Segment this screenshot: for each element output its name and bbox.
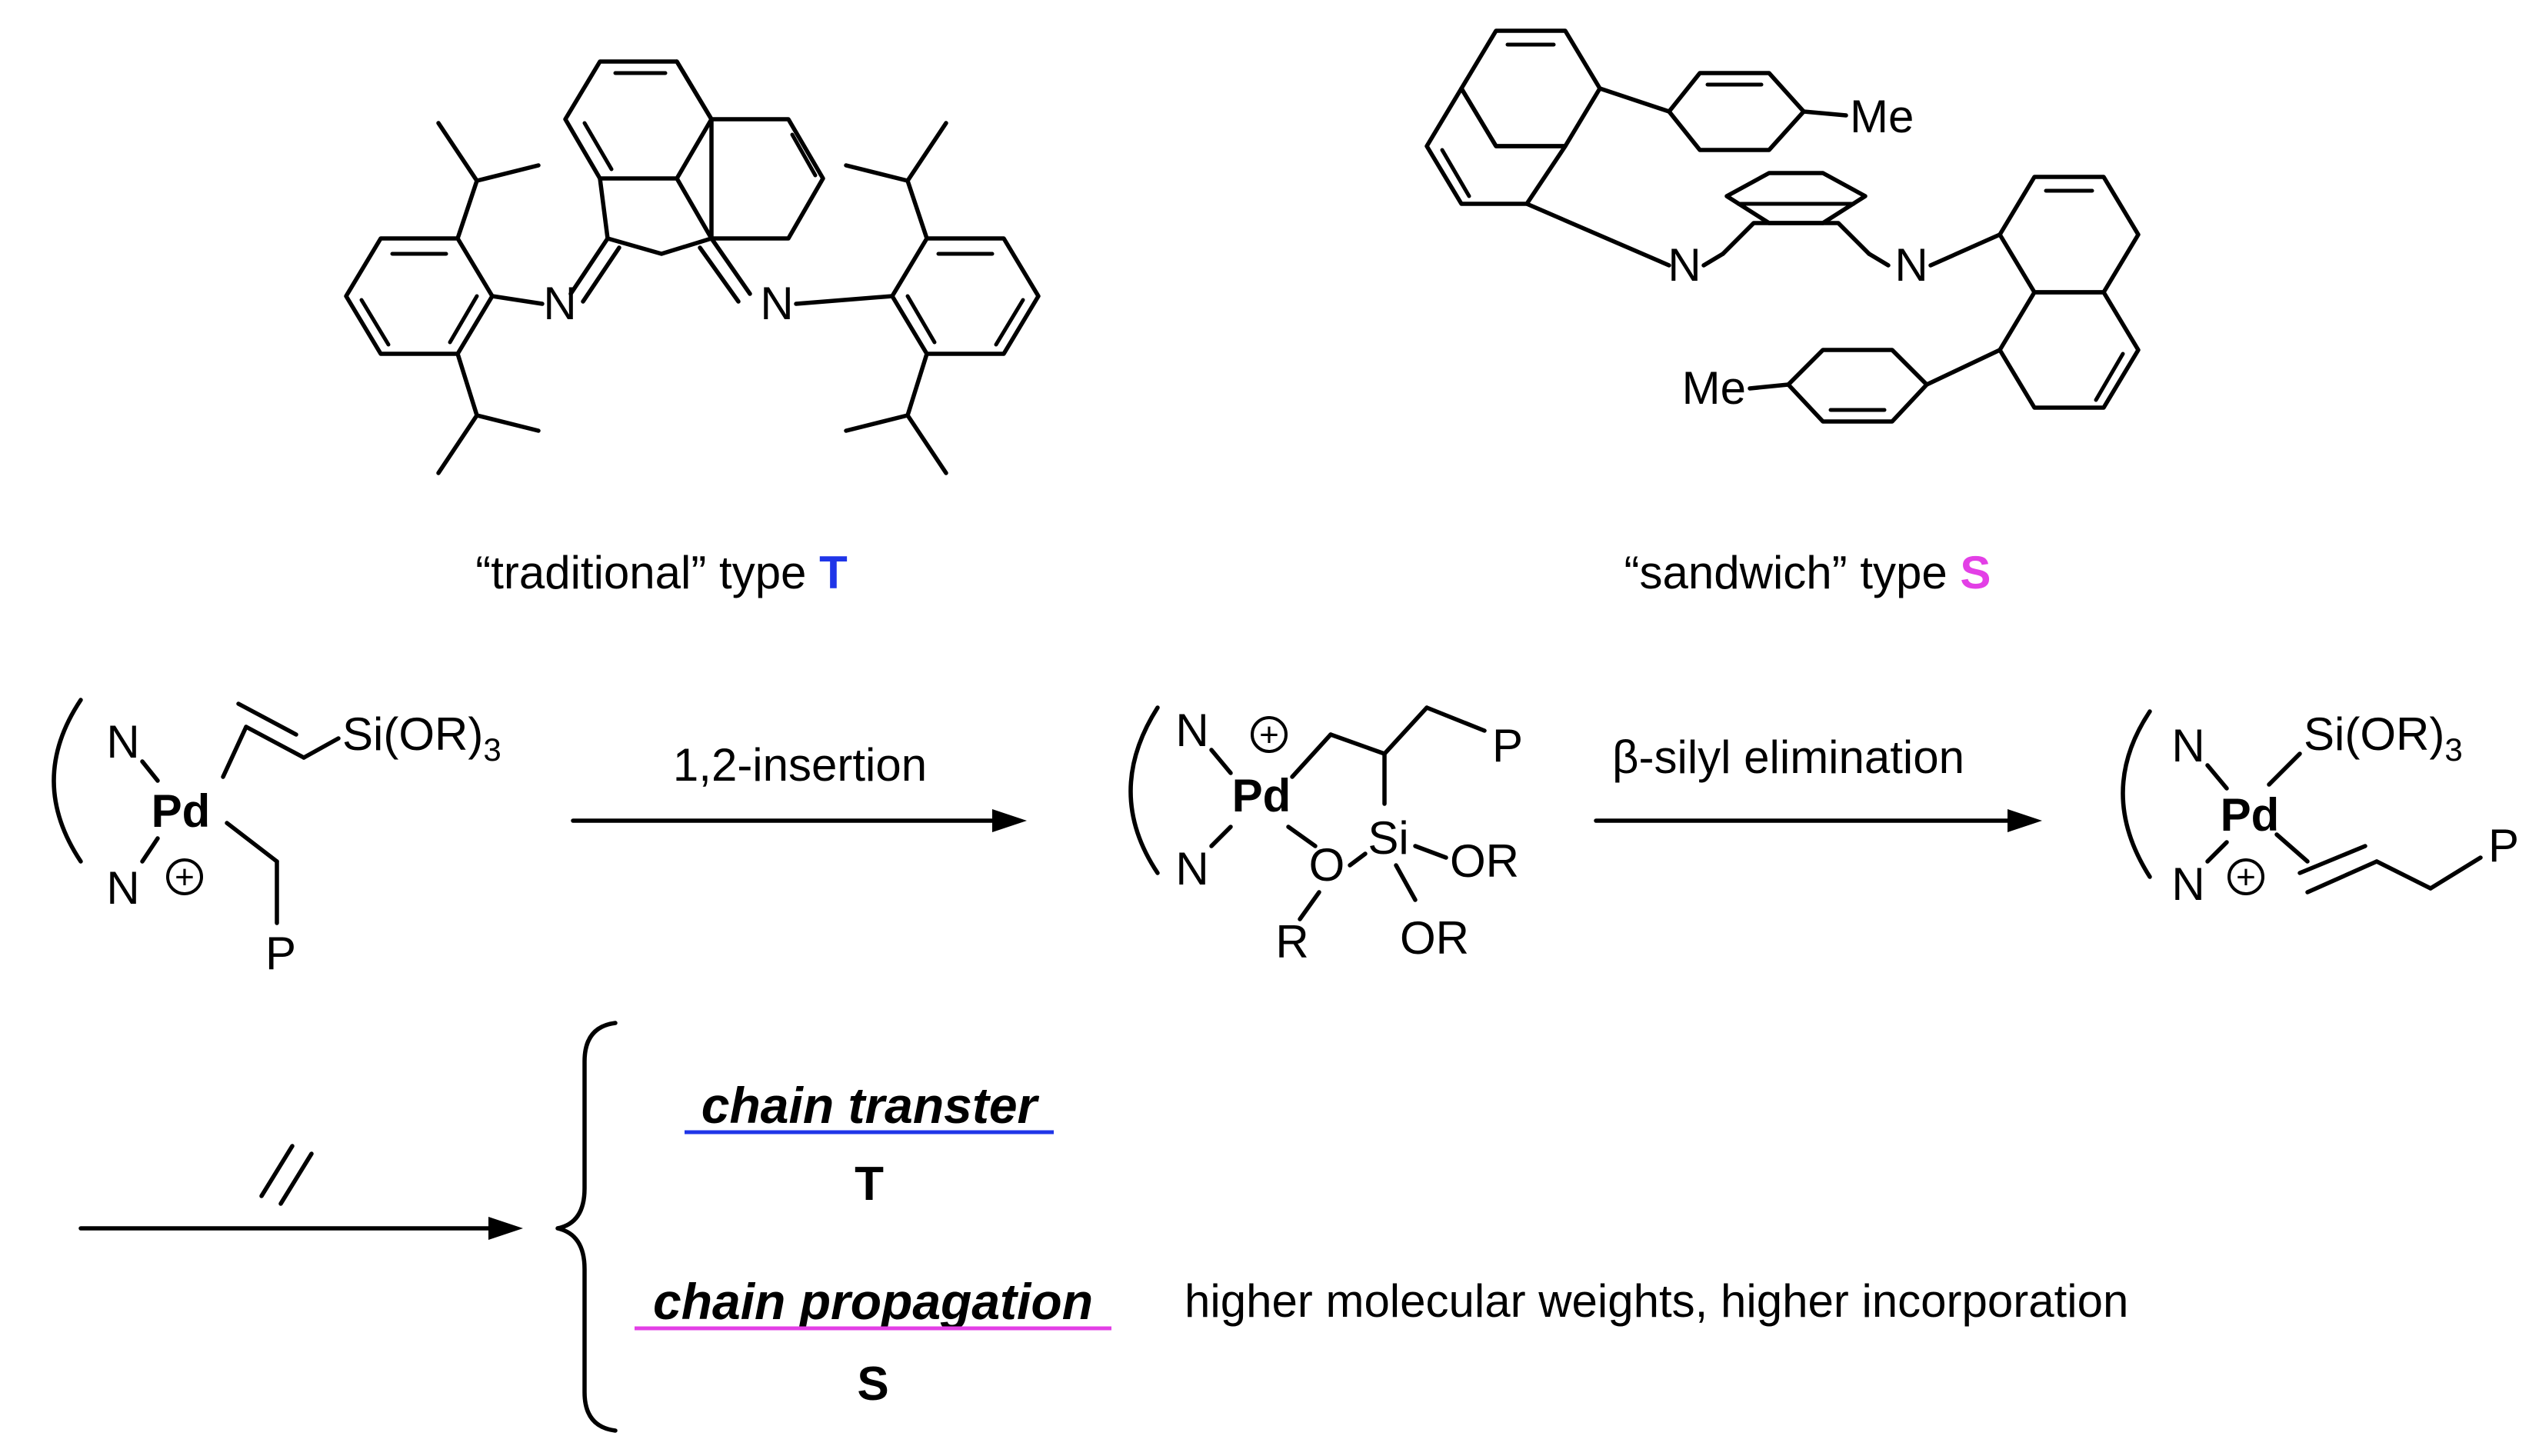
sandwich-nitrogen-left: N [1668,239,1701,291]
imine-nitrogen-right: N [760,278,793,329]
start-palladium: Pd [152,785,211,837]
start-complex: N N Pd + Si(OR)3 P [52,698,501,979]
start-silane-subscript: 3 [483,731,501,768]
start-donor-bottom: N [106,862,139,914]
sandwich-nitrogen-right: N [1894,239,1928,291]
sandwich-caption: “sandwich” type S [1624,547,1991,598]
start-charge-sign: + [175,858,195,896]
sandwich-tag: S [1960,547,1991,598]
chain-transfer-label: chain transter [701,1077,1040,1134]
imine-nitrogen-left: N [543,278,576,329]
intermediate-complex: N N + Pd P Si O R OR OR [1128,705,1523,968]
intermediate-or-bottom: OR [1400,912,1469,964]
ethylene-icon [259,1144,295,1198]
insertion-arrow [571,809,1027,832]
product-silane-subscript: 3 [2444,731,2462,768]
intermediate-donor-top: N [1175,705,1208,756]
elimination-arrow [1594,809,2042,832]
traditional-tag: T [819,547,848,598]
start-charge-icon [166,858,203,895]
chain-transfer-outcome: chain transter T [685,1077,1054,1211]
chain-propagation-label: chain propagation [653,1273,1093,1330]
start-donor-top: N [106,716,139,768]
traditional-caption-text: “traditional” type [475,547,819,598]
start-silane-text: Si(OR) [342,708,483,760]
chain-propagation-outcome: chain propagation S [635,1273,1111,1411]
product-charge-sign: + [2236,858,2256,896]
methyl-bottom: Me [1682,362,1746,414]
intermediate-donor-bottom: N [1175,843,1208,895]
intermediate-charge-icon [1251,716,1288,753]
methyl-top: Me [1850,91,1914,142]
product-complex: N N Pd + Si(OR)3 P [2121,708,2519,910]
product-chain-p: P [2488,820,2519,871]
product-palladium: Pd [2221,789,2280,841]
chain-propagation-tag: S [857,1358,888,1411]
outcome-note: higher molecular weights, higher incorpo… [1185,1275,2128,1327]
ethylene-arrow [78,1144,523,1240]
product-charge-icon [2227,858,2264,895]
intermediate-oxygen: O [1309,839,1345,891]
chain-transfer-tag: T [855,1158,884,1211]
intermediate-charge-sign: + [1259,716,1279,754]
traditional-ligand-structure: N N [344,59,1041,475]
intermediate-palladium: Pd [1232,770,1291,821]
elimination-label: β-silyl elimination [1612,731,1964,783]
intermediate-silicon: Si [1368,812,1408,864]
product-silane-text: Si(OR) [2304,708,2444,760]
start-silane-group: Si(OR)3 [342,708,501,768]
intermediate-chain-p: P [1492,720,1523,771]
intermediate-or-right: OR [1450,835,1519,887]
outcome-brace [555,1021,618,1433]
insertion-label: 1,2-insertion [673,739,927,791]
traditional-caption: “traditional” type T [475,547,848,598]
product-donor-bottom: N [2171,858,2204,910]
start-chain-p: P [265,928,296,979]
sandwich-ligand-structure: Me N N Me [1424,28,2141,424]
intermediate-r-group: R [1275,916,1308,968]
product-silane-group: Si(OR)3 [2304,708,2463,768]
product-donor-top: N [2171,720,2204,771]
sandwich-caption-text: “sandwich” type [1624,547,1961,598]
